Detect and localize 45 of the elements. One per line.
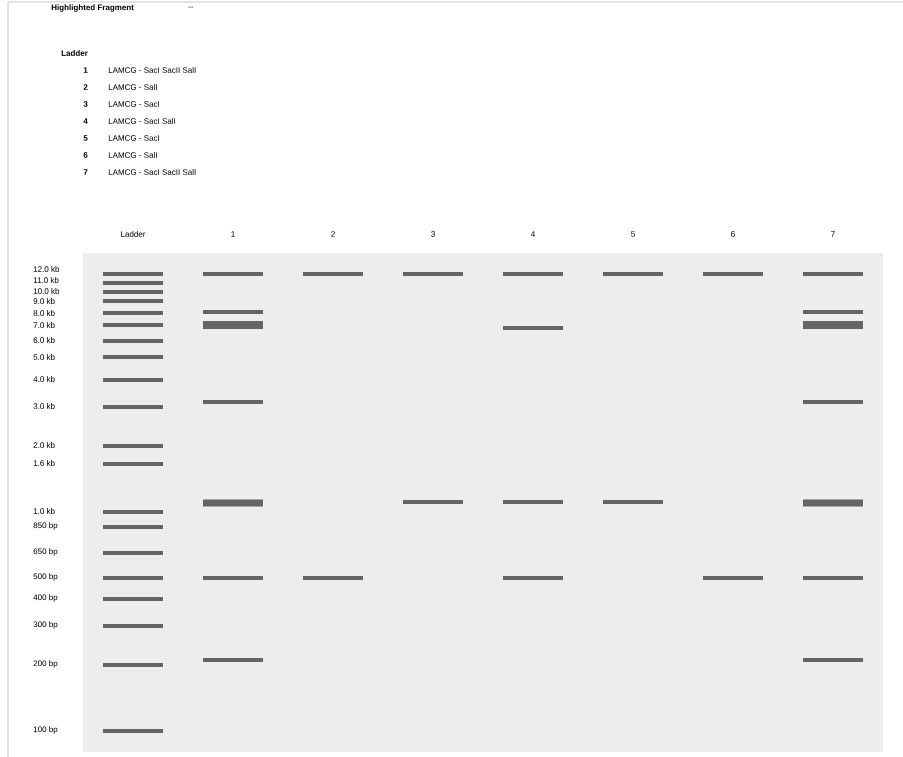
size-label: 11.0 kb	[34, 277, 58, 283]
sample-name: LAMCG - SalI	[108, 152, 157, 158]
size-label: 400 bp	[33, 594, 58, 602]
lane-label: Ladder	[62, 50, 88, 56]
size-label: 500 bp	[34, 573, 58, 581]
lane-header: 6	[731, 231, 735, 237]
size-label: 1.0 kb	[34, 508, 55, 514]
sample-name: LAMCG - SacI	[108, 135, 160, 141]
lane-label: 1	[84, 67, 88, 73]
size-label: 3.0 kb	[34, 403, 55, 409]
size-label: 6.0 kb	[34, 337, 55, 343]
lane-header: 5	[631, 231, 635, 237]
size-label: 650 bp	[34, 548, 58, 556]
lane-header: 2	[331, 231, 335, 237]
lane-header: 3	[431, 231, 435, 237]
heading-value: --	[188, 6, 194, 8]
sample-name: LAMCG - SacI SalI	[108, 118, 176, 124]
size-label: 300 bp	[34, 621, 58, 629]
size-label: 4.0 kb	[33, 376, 55, 382]
size-label: 7.0 kb	[34, 322, 55, 328]
lane-label: 6	[84, 152, 88, 158]
size-label: 5.0 kb	[34, 354, 55, 360]
size-label: 1.6 kb	[34, 460, 55, 466]
sample-name: LAMCG - SalI	[108, 84, 157, 90]
sample-name: LAMCG - SacI SacII SalI	[108, 169, 196, 175]
lane-label: 5	[84, 135, 88, 141]
lane-label: 2	[84, 84, 88, 90]
sample-name: LAMCG - SacI	[108, 101, 160, 107]
lane-label: 3	[84, 101, 88, 107]
lane-header: 4	[530, 231, 535, 237]
heading-text: Highlighted Fragment	[52, 4, 134, 12]
size-label: 2.0 kb	[34, 442, 55, 448]
lane-label: 4	[83, 118, 88, 124]
lane-header: Ladder	[121, 231, 146, 237]
lane-header: 7	[831, 231, 835, 237]
sample-name: LAMCG - SacI SacII SalI	[108, 67, 196, 73]
lane-label: 7	[84, 169, 88, 175]
lane-header: 1	[231, 231, 235, 237]
size-label: 850 bp	[34, 522, 58, 530]
size-label: 8.0 kb	[34, 310, 55, 316]
size-label: 12.0 kb	[34, 266, 60, 272]
size-label: 100 bp	[34, 726, 58, 734]
size-label: 10.0 kb	[34, 288, 60, 294]
size-label: 9.0 kb	[34, 298, 55, 304]
size-label: 200 bp	[34, 660, 58, 668]
